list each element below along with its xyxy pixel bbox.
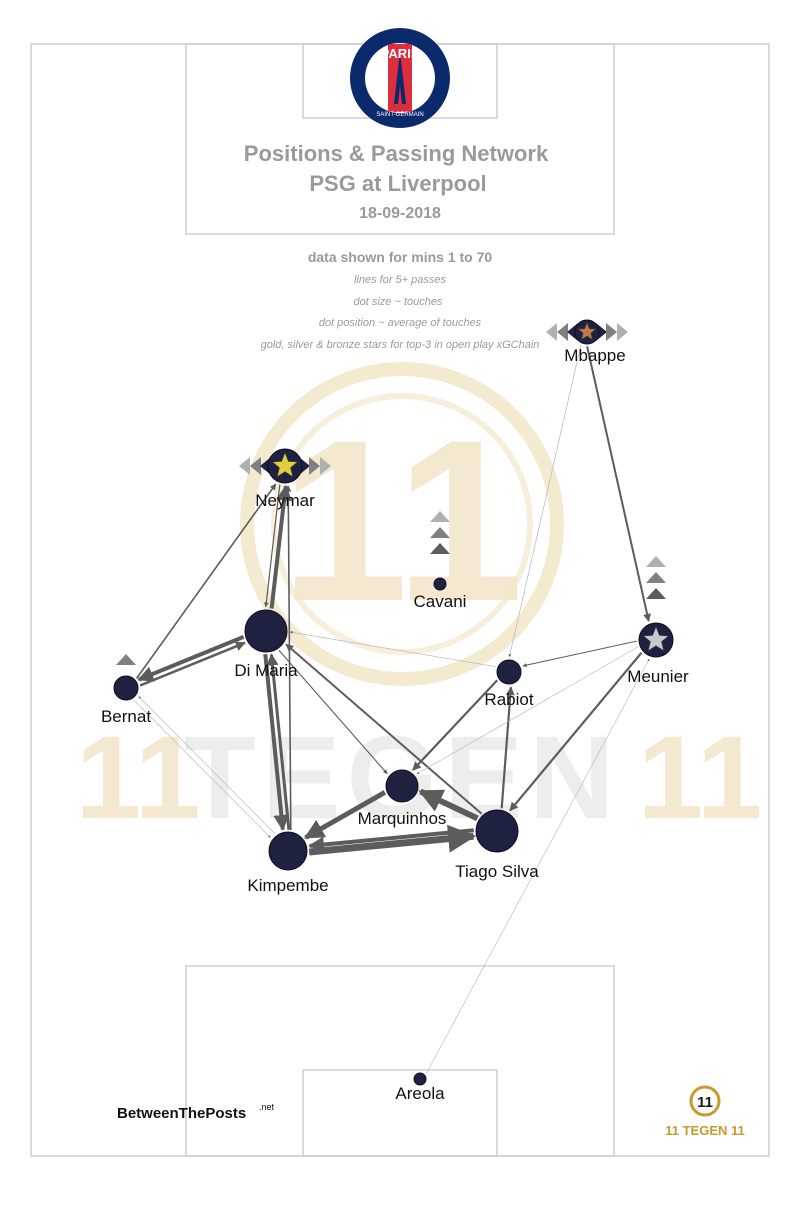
player-node-rabiot — [496, 659, 522, 685]
btp-badge-text: BTP — [81, 1100, 110, 1116]
pass-line-tiagosilva-to-rabiot — [500, 686, 515, 809]
player-node-dimaria — [244, 609, 288, 653]
player-label-neymar: Neymar — [255, 491, 315, 510]
mbappe-arrow-left-icon — [557, 323, 568, 341]
player-node-bernat — [113, 675, 139, 701]
pass-line-kimpembe-to-bernat — [138, 696, 276, 835]
bottom-goal-area — [302, 1069, 498, 1157]
cavani-arrow-up-icon — [430, 527, 450, 538]
cavani-arrow-up-icon — [430, 543, 450, 554]
pass-line-tiagosilva-to-dimaria — [285, 643, 483, 815]
player-label-cavani: Cavani — [414, 592, 467, 611]
mbappe-arrow-right-icon — [596, 323, 607, 341]
title-line1: Positions & Passing Network — [244, 141, 549, 166]
player-label-areola: Areola — [395, 1084, 445, 1103]
pass-line-kimpembe-to-tiagosilva — [308, 824, 477, 856]
stars-note: gold, silver & bronze stars for top-3 in… — [261, 339, 540, 351]
pass-lines — [133, 344, 652, 1074]
player-node-marquinhos — [385, 769, 419, 803]
pass-line-meunier-to-tiagosilva — [509, 651, 643, 812]
pass-line-meunier-to-marquinhos — [416, 646, 639, 775]
meunier-arrow-up-icon — [646, 572, 666, 583]
watermark-ring-inner — [271, 393, 533, 655]
gold-star-icon — [271, 451, 299, 478]
tegen-logo-ring — [689, 1085, 721, 1117]
bottom-penalty-box — [185, 965, 615, 1157]
player-label-kimpembe: Kimpembe — [247, 876, 328, 895]
lines-note: lines for 5+ passes — [354, 274, 447, 286]
silver-star-icon — [642, 625, 670, 652]
btp-suffix: .net — [259, 1102, 275, 1112]
eiffel-tower-icon — [394, 52, 406, 104]
player-label-rabiot: Rabiot — [484, 690, 533, 709]
neymar-arrow-left-icon — [250, 457, 261, 475]
meunier-arrow-up-icon — [646, 588, 666, 599]
dot-size-note: dot size ~ touches — [354, 296, 443, 308]
pass-line-mbappe-to-rabiot — [508, 344, 582, 657]
mbappe-arrow-right-icon — [617, 323, 628, 341]
watermark-left-mark: 11 — [76, 712, 201, 844]
neymar-arrow-left-icon — [239, 457, 250, 475]
match-date: 18-09-2018 — [359, 205, 441, 222]
player-nodes — [113, 319, 674, 1086]
watermark-right-mark: 11 — [638, 712, 763, 844]
player-label-dimaria: Di Maria — [234, 661, 298, 680]
crest-bottom-text: SAINT-GERMAIN — [376, 112, 423, 118]
pass-line-meunier-to-rabiot — [522, 640, 637, 668]
dot-position-note: dot position ~ average of touches — [319, 317, 482, 329]
player-label-mbappe: Mbappe — [564, 346, 625, 365]
pass-line-rabiot-to-dimaria — [289, 631, 496, 668]
player-label-bernat: Bernat — [101, 707, 151, 726]
player-node-tiagosilva — [475, 809, 519, 853]
psg-crest: PARIS SAINT-GERMAIN — [350, 28, 450, 128]
btp-name: BetweenThePosts — [117, 1105, 246, 1122]
title-block: Positions & Passing Network PSG at Liver… — [244, 141, 549, 351]
pass-line-bernat-to-dimaria — [139, 641, 246, 687]
pass-line-rabiot-to-marquinhos — [411, 679, 499, 771]
minutes-note: data shown for mins 1 to 70 — [308, 249, 493, 265]
player-label-marquinhos: Marquinhos — [358, 809, 447, 828]
title-line2: PSG at Liverpool — [309, 171, 486, 196]
tegen-logo-mark: 11 — [697, 1094, 713, 1111]
player-node-areola — [413, 1072, 427, 1086]
mbappe-arrow-left-icon — [546, 323, 557, 341]
bronze-star-icon — [576, 321, 598, 341]
pass-line-mbappe-to-meunier — [586, 346, 652, 622]
pass-line-kimpembe-to-neymar — [285, 485, 292, 831]
pass-line-marquinhos-to-kimpembe — [303, 790, 387, 840]
pass-line-neymar-to-dimaria — [263, 484, 281, 608]
mbappe-arrow-right-icon — [606, 323, 617, 341]
cavani-arrow-up-icon — [430, 511, 450, 522]
watermark-mark: 11 — [280, 392, 523, 649]
bernat-arrow-up-icon — [116, 654, 136, 665]
pass-line-dimaria-to-marquinhos — [278, 649, 388, 775]
pass-line-tiagosilva-to-marquinhos — [418, 788, 479, 822]
player-node-kimpembe — [268, 831, 308, 871]
pass-line-bernat-to-neymar — [135, 483, 277, 679]
pass-line-dimaria-to-neymar — [269, 484, 292, 609]
brand-11tegen: 11 11 TEGEN 11 — [665, 1085, 745, 1138]
mbappe-arrow-left-icon — [567, 323, 578, 341]
player-label-meunier: Meunier — [627, 667, 689, 686]
crest-top-text: PARIS — [381, 46, 420, 61]
player-node-cavani — [433, 577, 447, 591]
tegen-logo-name: 11 TEGEN 11 — [665, 1123, 745, 1138]
pass-line-dimaria-to-bernat — [137, 635, 245, 682]
neymar-arrow-right-icon — [320, 457, 331, 475]
player-label-tiagosilva: Tiago Silva — [455, 862, 539, 881]
meunier-arrow-up-icon — [646, 556, 666, 567]
pass-line-bernat-to-kimpembe — [133, 699, 271, 838]
pass-line-areola-to-meunier — [426, 658, 650, 1074]
pass-line-tiagosilva-to-kimpembe — [308, 828, 474, 853]
pass-line-dimaria-to-kimpembe — [263, 654, 290, 831]
brand-betweentheposts: BTP BetweenThePosts .net — [81, 1100, 275, 1122]
pass-line-kimpembe-to-dimaria — [266, 653, 291, 830]
neymar-arrow-right-icon — [309, 457, 320, 475]
